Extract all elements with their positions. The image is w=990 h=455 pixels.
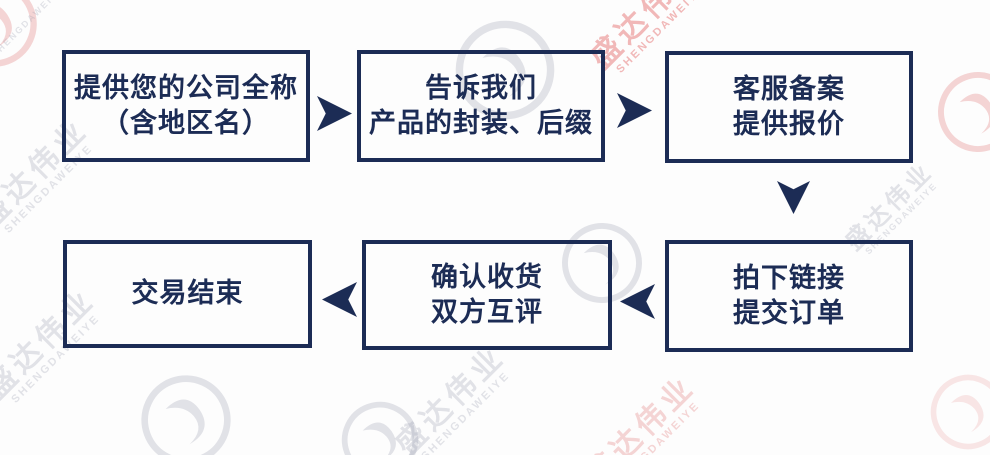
brand-logo-icon [124, 358, 247, 455]
flow-step-quote: 客服备案 提供报价 [665, 51, 913, 163]
brand-name-cn: 盛达伟业 [579, 369, 702, 455]
brand-watermark-text: 盛达伟业 SHENGDAWEIYE [390, 340, 519, 455]
flow-step-product-info: 告诉我们 产品的封装、后缀 [357, 50, 605, 162]
brand-name-en: SHENGDAWEIYE [608, 398, 703, 455]
flow-step-line: 提供您的公司全称 [74, 72, 298, 103]
brand-name-en: SHENGDAWEIYE [0, 0, 66, 60]
flow-step-line: 提交订单 [733, 298, 845, 328]
brand-watermark-text: 盛达伟业 SHENGDAWEIYE [580, 370, 709, 455]
flow-step-line: 确认收货 [431, 261, 543, 292]
flow-step-line: 客服备案 [733, 73, 845, 104]
flow-step-line: 交易结束 [131, 278, 244, 309]
brand-watermark-text: SHENGDAWEIYE [0, 0, 66, 60]
brand-logo-icon [917, 361, 990, 455]
flow-step-line: 告诉我们 [425, 72, 537, 103]
brand-name-en: SHENGDAWEIYE [418, 368, 513, 455]
flow-step-order: 拍下链接 提交订单 [665, 240, 913, 352]
brand-name-cn: 盛达伟业 [389, 339, 512, 455]
flow-step-confirm-review: 确认收货 双方互评 [362, 240, 612, 350]
flow-step-company-name: 提供您的公司全称 （含地区名） [62, 50, 310, 162]
flow-step-line: 拍下链接 [733, 262, 845, 293]
flow-step-line: 提供报价 [733, 109, 845, 139]
brand-logo-icon [923, 57, 990, 167]
arrow-right-icon [317, 96, 352, 131]
brand-logo-icon [327, 387, 432, 455]
flow-step-line: 双方互评 [431, 297, 543, 327]
flow-step-line: 产品的封装、后缀 [369, 108, 593, 138]
brand-logo-icon [0, 0, 53, 83]
flow-step-done: 交易结束 [63, 240, 312, 348]
arrow-right-icon [617, 93, 652, 128]
flow-step-line: （含地区名） [102, 108, 270, 138]
arrow-left-icon [322, 282, 357, 317]
arrow-down-icon [777, 181, 810, 214]
arrow-left-icon [620, 284, 655, 319]
